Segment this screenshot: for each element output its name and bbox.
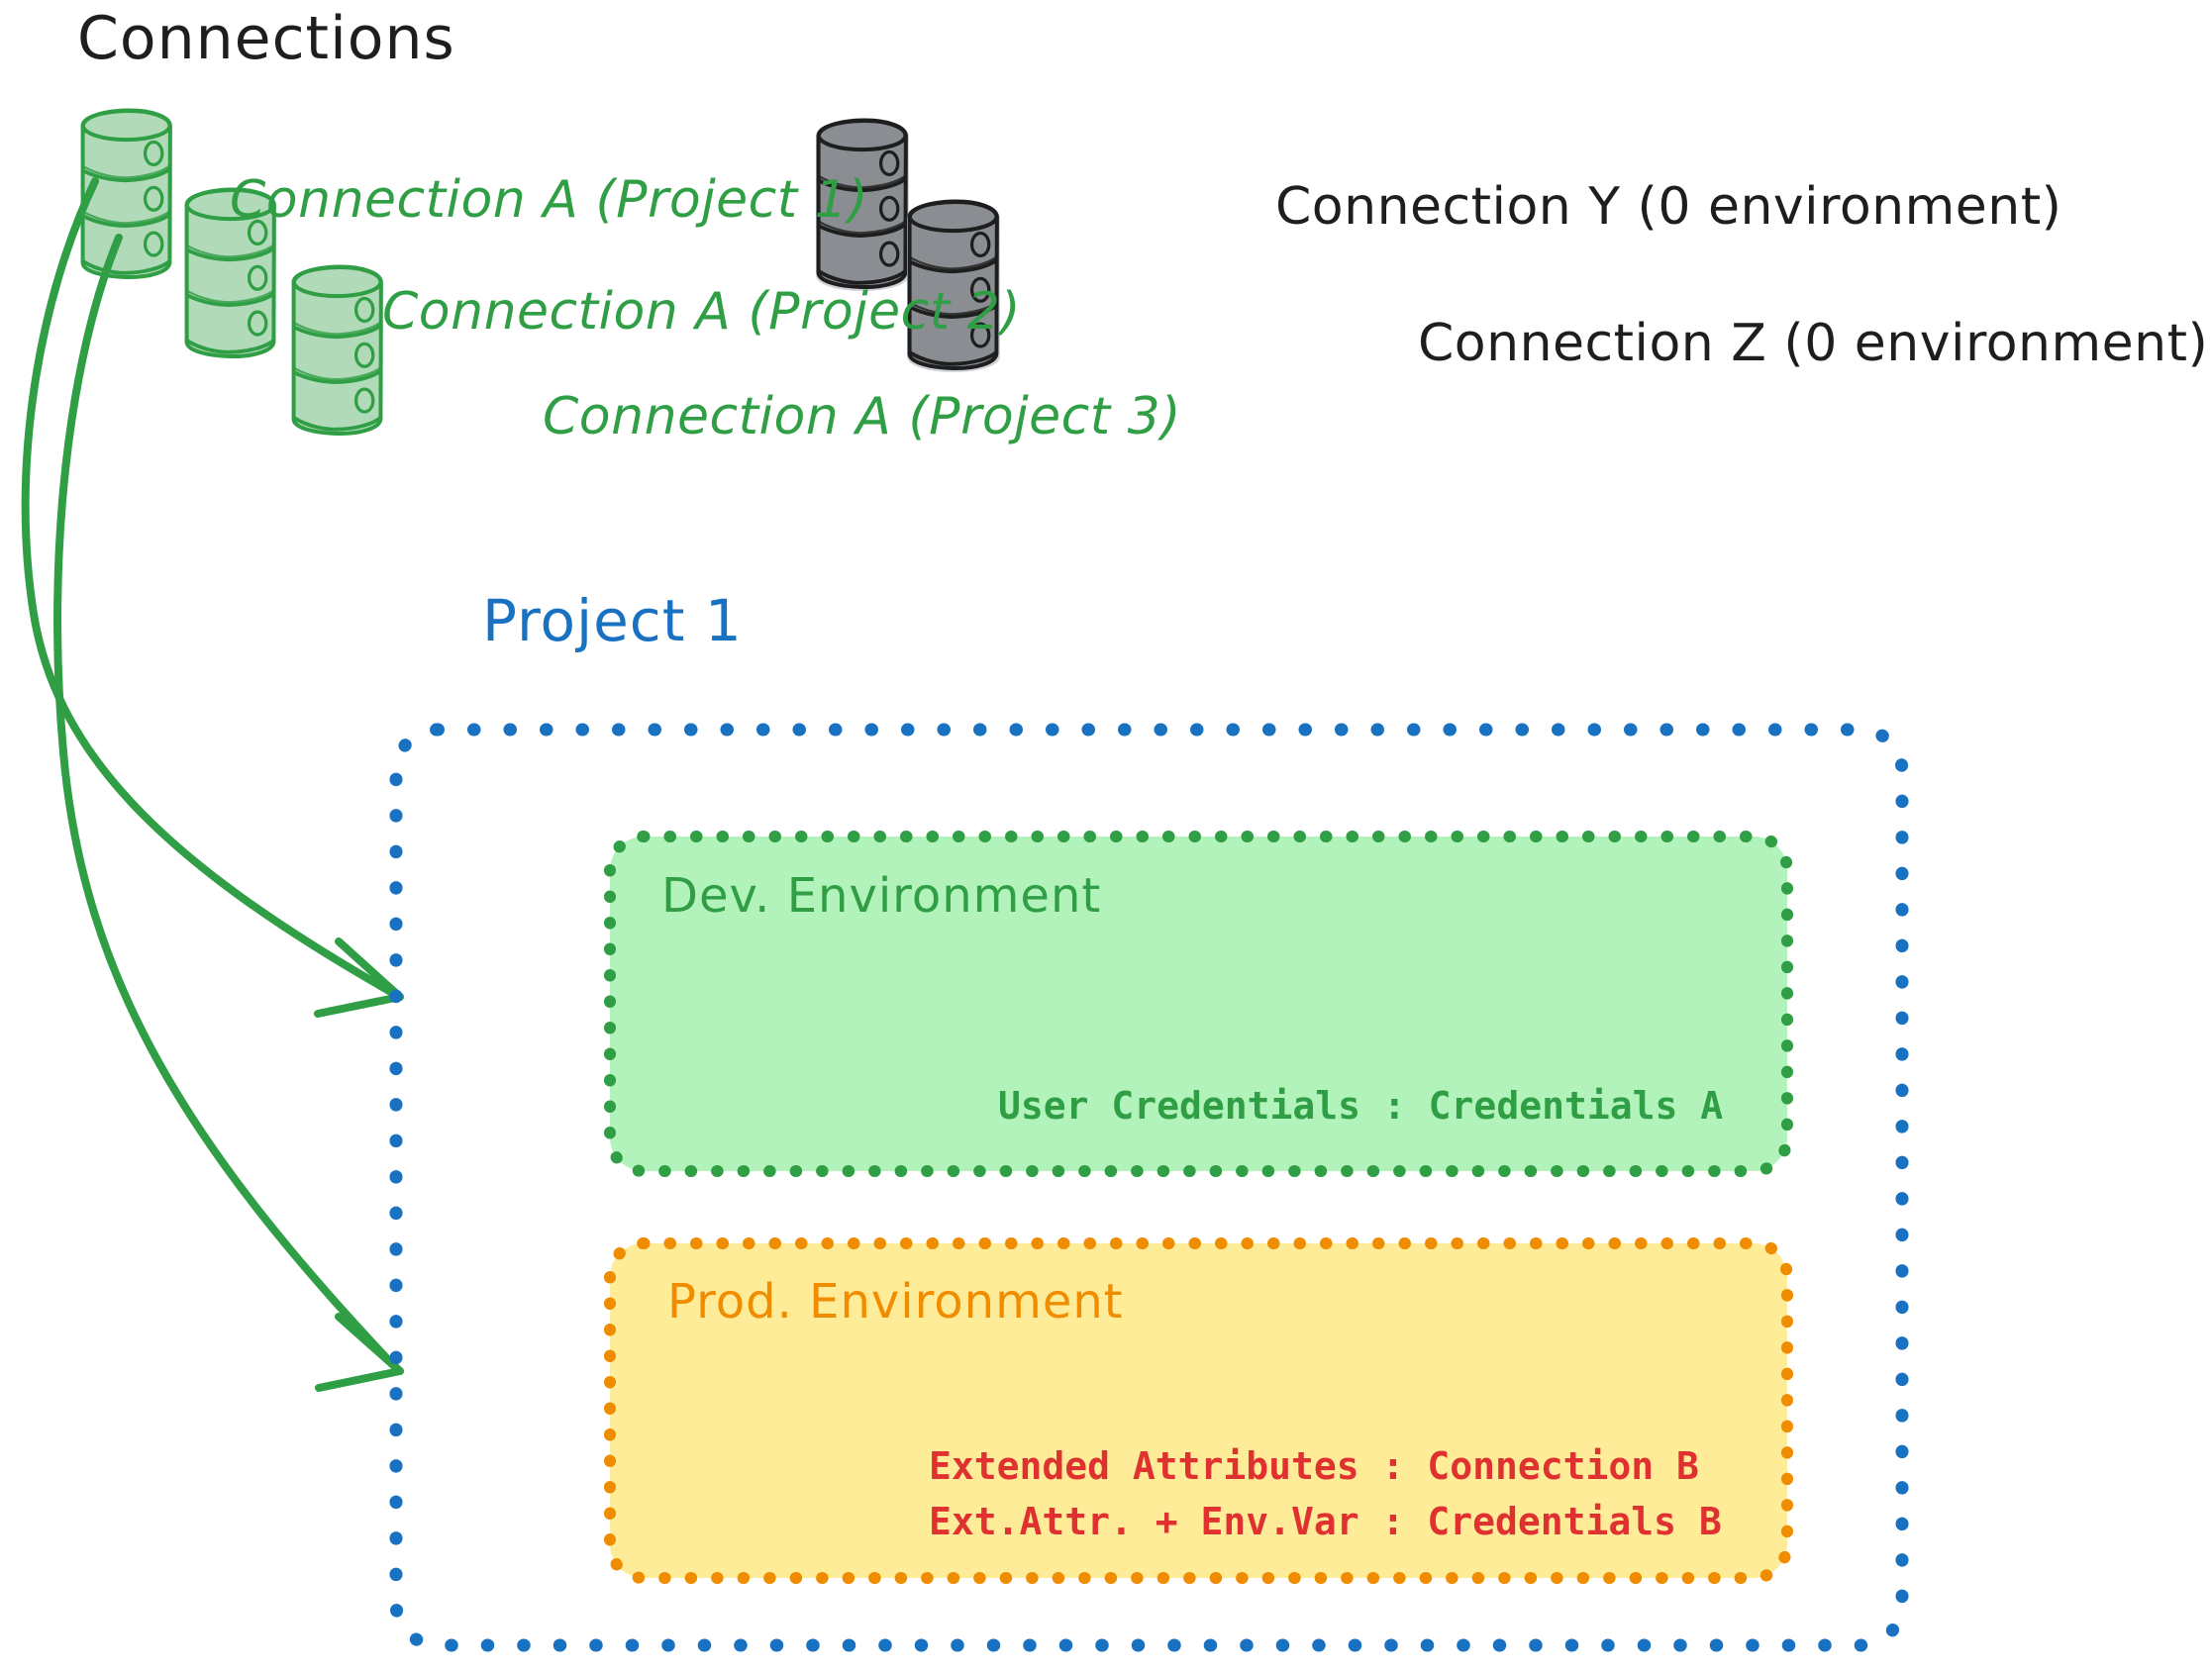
- prod-environment-row-extended-attributes: Extended Attributes : Connection B: [929, 1444, 1699, 1488]
- connection-label-z: Connection Z (0 environment): [1418, 314, 2209, 373]
- dev-environment-title: Dev. Environment: [661, 868, 1102, 924]
- page-title: Connections: [77, 4, 455, 73]
- dev-environment-row-user-credentials: User Credentials : Credentials A: [998, 1084, 1724, 1128]
- connection-icon-y[interactable]: [816, 120, 909, 291]
- dev-environment-box[interactable]: [604, 831, 1793, 1177]
- arrow-connection-a-to-prod: [53, 234, 404, 1392]
- connection-label-a-project-2: Connection A (Project 2): [382, 282, 1022, 342]
- prod-environment-box[interactable]: [604, 1237, 1793, 1584]
- connection-label-a-project-3: Connection A (Project 3): [543, 387, 1182, 446]
- connection-icon-z[interactable]: [907, 201, 1000, 372]
- connection-label-y: Connection Y (0 environment): [1275, 177, 2062, 237]
- connection-icon-a-project-1[interactable]: [82, 110, 171, 278]
- connection-icon-a-project-3[interactable]: [293, 266, 382, 435]
- connection-label-a-project-1: Connection A (Project 1): [230, 170, 869, 230]
- project-title: Project 1: [482, 587, 743, 654]
- arrow-connection-a-to-dev: [21, 177, 404, 1018]
- prod-environment-title: Prod. Environment: [667, 1274, 1124, 1329]
- prod-environment-row-ext-attr-env-var: Ext.Attr. + Env.Var : Credentials B: [929, 1500, 1722, 1543]
